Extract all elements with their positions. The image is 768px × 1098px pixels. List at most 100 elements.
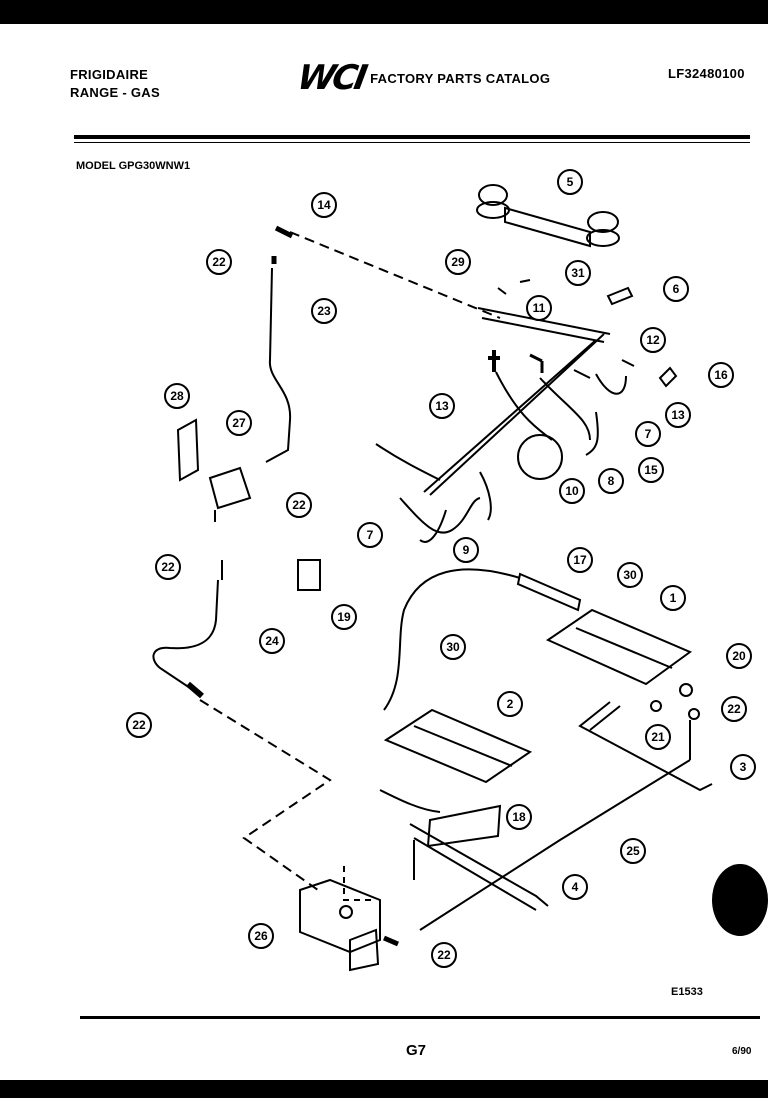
catalog-title: FACTORY PARTS CATALOG (370, 70, 551, 86)
svg-text:27: 27 (232, 416, 246, 430)
callout-1: 1 (660, 585, 686, 611)
svg-text:10: 10 (565, 484, 579, 498)
callout-22-c: 22 (155, 554, 181, 580)
callout-24: 24 (259, 628, 285, 654)
svg-text:6: 6 (673, 282, 680, 296)
svg-text:31: 31 (571, 266, 585, 280)
svg-text:29: 29 (451, 255, 465, 269)
callout-labels: 14 22 23 5 29 31 6 11 12 16 13 7 15 10 8… (126, 169, 756, 968)
page-number: G7 (406, 1042, 427, 1059)
svg-text:20: 20 (732, 649, 746, 663)
burner-head-left (478, 184, 508, 206)
callout-13-b: 13 (429, 393, 455, 419)
model-label: MODEL GPG30WNW1 (76, 160, 191, 172)
callout-16: 16 (708, 362, 734, 388)
callout-8: 8 (598, 468, 624, 494)
svg-text:4: 4 (572, 880, 579, 894)
callout-15: 15 (638, 457, 664, 483)
callout-22-e: 22 (721, 696, 747, 722)
callout-30-a: 30 (617, 562, 643, 588)
svg-text:12: 12 (646, 333, 660, 347)
svg-text:15: 15 (644, 463, 658, 477)
brand-block: FRIGIDAIRE RANGE - GAS (70, 66, 160, 102)
svg-text:1: 1 (670, 591, 677, 605)
callout-23: 23 (311, 298, 337, 324)
svg-text:22: 22 (437, 948, 451, 962)
burner-head-right (587, 211, 619, 233)
callout-12: 12 (640, 327, 666, 353)
burner-cap-right (586, 229, 620, 247)
callout-2: 2 (497, 691, 523, 717)
callout-29: 29 (445, 249, 471, 275)
callout-4: 4 (562, 874, 588, 900)
svg-text:16: 16 (714, 368, 728, 382)
svg-text:22: 22 (212, 255, 226, 269)
svg-text:24: 24 (265, 634, 279, 648)
callout-21: 21 (645, 724, 671, 750)
svg-text:13: 13 (671, 408, 685, 422)
callout-17: 17 (567, 547, 593, 573)
svg-text:18: 18 (512, 810, 526, 824)
scan-bottom-band (0, 1080, 768, 1098)
callout-18: 18 (506, 804, 532, 830)
svg-text:7: 7 (645, 427, 652, 441)
callout-14: 14 (311, 192, 337, 218)
callout-5: 5 (557, 169, 583, 195)
callout-11: 11 (526, 295, 552, 321)
revision-date: 6/90 (732, 1046, 752, 1057)
callout-9: 9 (453, 537, 479, 563)
callout-6: 6 (663, 276, 689, 302)
diagram-linework (152, 184, 713, 972)
callout-27: 27 (226, 410, 252, 436)
svg-text:3: 3 (740, 760, 747, 774)
svg-text:17: 17 (573, 553, 587, 567)
callout-3: 3 (730, 754, 756, 780)
callout-30-b: 30 (440, 634, 466, 660)
svg-text:8: 8 (608, 474, 615, 488)
burner-bridge (504, 206, 591, 248)
diagram-code: E1533 (671, 986, 703, 998)
svg-text:19: 19 (337, 610, 351, 624)
callout-22-b: 22 (286, 492, 312, 518)
svg-text:23: 23 (317, 304, 331, 318)
svg-text:13: 13 (435, 399, 449, 413)
svg-text:14: 14 (317, 198, 331, 212)
callout-26: 26 (248, 923, 274, 949)
callout-22-f: 22 (431, 942, 457, 968)
catalog-number: LF32480100 (668, 66, 745, 81)
callout-22-a: 22 (206, 249, 232, 275)
catalog-logo-block: WCI FACTORY PARTS CATALOG (294, 58, 551, 98)
svg-text:2: 2 (507, 697, 514, 711)
svg-text:22: 22 (727, 702, 741, 716)
callout-7-b: 7 (357, 522, 383, 548)
svg-text:30: 30 (623, 568, 637, 582)
footer-rule (80, 1016, 760, 1019)
callout-28: 28 (164, 383, 190, 409)
svg-text:22: 22 (292, 498, 306, 512)
svg-text:5: 5 (567, 175, 574, 189)
product-type: RANGE - GAS (70, 85, 160, 100)
svg-text:30: 30 (446, 640, 460, 654)
header-rule-thin (74, 142, 750, 143)
callout-25: 25 (620, 838, 646, 864)
callout-20: 20 (726, 643, 752, 669)
callout-13-a: 13 (665, 402, 691, 428)
svg-text:22: 22 (132, 718, 146, 732)
callout-10: 10 (559, 478, 585, 504)
svg-text:22: 22 (161, 560, 175, 574)
callout-7-a: 7 (635, 421, 661, 447)
svg-text:25: 25 (626, 844, 640, 858)
callout-31: 31 (565, 260, 591, 286)
callout-19: 19 (331, 604, 357, 630)
brand-name: FRIGIDAIRE (70, 67, 149, 82)
scan-blot (712, 864, 768, 936)
svg-text:26: 26 (254, 929, 268, 943)
callout-22-d: 22 (126, 712, 152, 738)
svg-text:28: 28 (170, 389, 184, 403)
svg-text:11: 11 (533, 301, 546, 315)
svg-text:7: 7 (367, 528, 374, 542)
svg-text:9: 9 (463, 543, 470, 557)
scan-top-band (0, 0, 768, 24)
